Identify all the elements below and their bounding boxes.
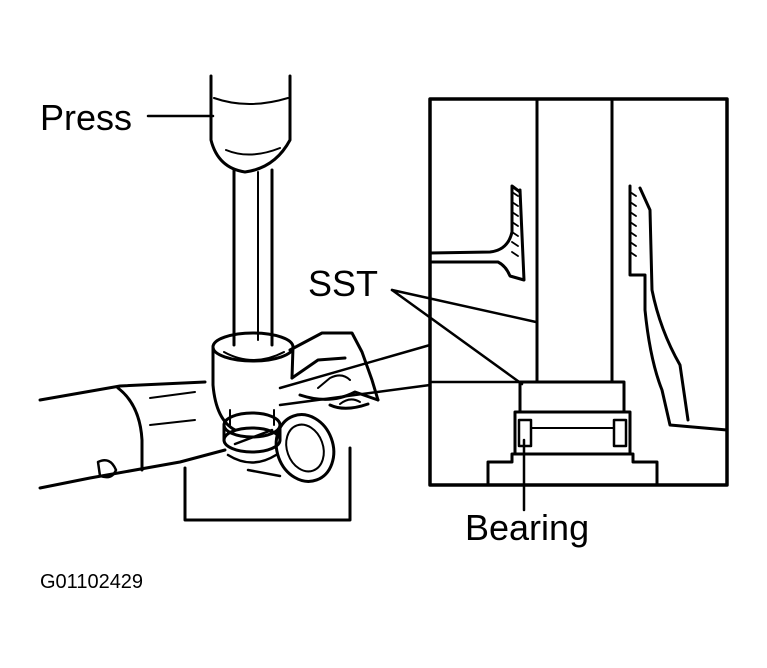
- sst-leader-lower: [390, 288, 524, 386]
- bearing-roller-right: [612, 418, 628, 448]
- sst-label: SST: [308, 263, 378, 304]
- sst-leader-upper: [390, 288, 538, 324]
- sst-collar: [518, 380, 626, 414]
- detail-inset: [428, 97, 729, 487]
- inset-frame: [428, 97, 729, 487]
- support-block: [183, 446, 352, 522]
- press-label: Press: [40, 97, 132, 138]
- label-leaders: [146, 114, 538, 512]
- steering-housing: [38, 331, 432, 490]
- press-assembly: [209, 74, 292, 347]
- figure-code: G01102429: [40, 571, 143, 593]
- press-ram: [209, 74, 292, 174]
- bearing-label: Bearing: [465, 507, 589, 548]
